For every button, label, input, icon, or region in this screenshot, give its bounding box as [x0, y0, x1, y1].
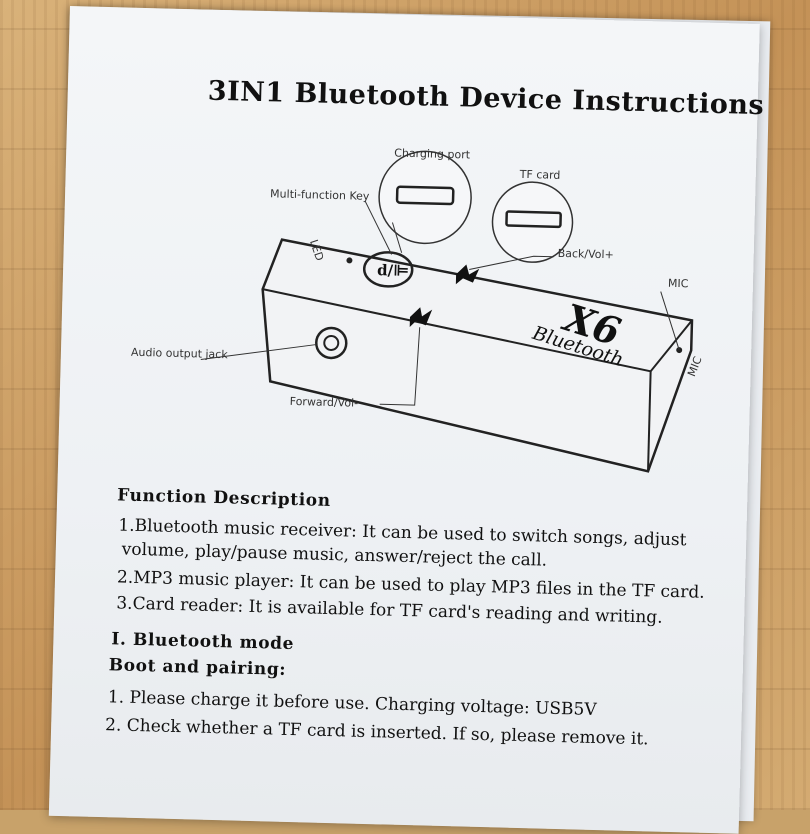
led-indicator-icon	[346, 257, 353, 264]
function-description-heading: Function Description	[116, 485, 331, 511]
charging-port-callout	[378, 150, 472, 245]
svg-text:Audio output jack: Audio output jack	[131, 346, 229, 362]
page-title: 3IN1 Bluetooth Device Instructions	[207, 75, 765, 122]
svg-text:MIC: MIC	[668, 277, 689, 291]
svg-text:Forward/Vol-: Forward/Vol-	[290, 395, 359, 410]
back-vol-up-icon	[455, 264, 480, 285]
tf-card-callout	[491, 181, 574, 263]
tf-slot-icon	[505, 210, 562, 229]
svg-text:LED: LED	[307, 238, 326, 263]
svg-text:Back/Vol+: Back/Vol+	[558, 247, 614, 261]
multi-function-key-icon	[362, 251, 414, 288]
boot-pairing-heading: Boot and pairing:	[108, 655, 287, 680]
device-diagram: d/⊫ LED X6 Bluetooth MIC Charging port T…	[131, 147, 705, 473]
svg-text:d/⊫: d/⊫	[377, 261, 410, 280]
forward-vol-down-icon	[409, 307, 433, 328]
svg-text:Charging port: Charging port	[394, 147, 471, 162]
bluetooth-mode-heading: I. Bluetooth mode	[111, 629, 295, 655]
boot-step-1: 1. Please charge it before use. Charging…	[107, 687, 597, 721]
instruction-sheet: 3IN1 Bluetooth Device Instructions d/⊫ L…	[48, 6, 765, 834]
svg-text:Multi-function Key: Multi-function Key	[270, 187, 370, 203]
boot-step-2: 2. Check whether a TF card is inserted. …	[104, 715, 649, 750]
svg-text:TF card: TF card	[519, 168, 561, 182]
audio-jack-icon	[315, 326, 348, 360]
usb-port-icon	[395, 185, 455, 206]
